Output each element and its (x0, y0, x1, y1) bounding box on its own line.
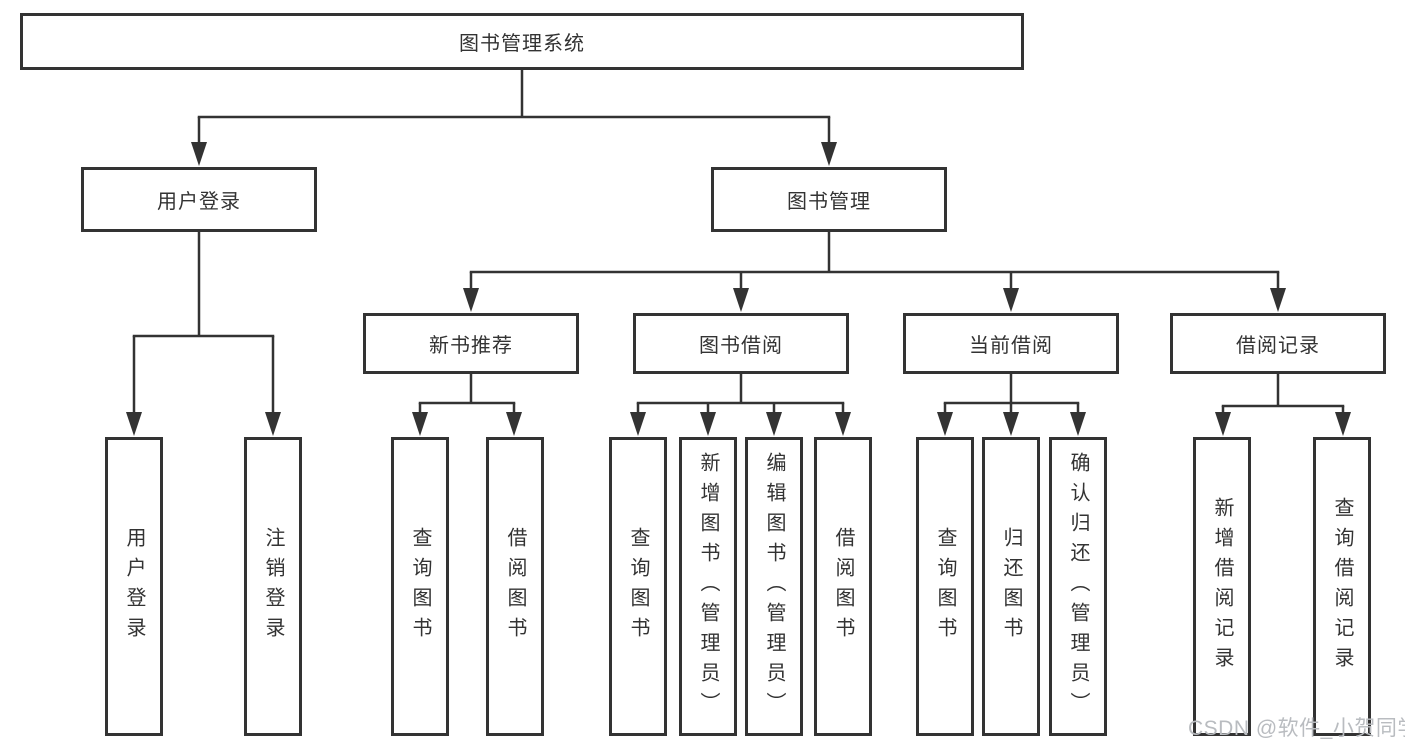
leaf-label: 借阅图书 (504, 526, 526, 647)
node-label: 借阅记录 (1236, 335, 1320, 357)
leaf-label: 查询借阅记录 (1331, 496, 1353, 677)
leaf-confirm-return-admin: 确认归还（管理员） (1049, 437, 1107, 736)
leaf-user-login: 用户登录 (105, 437, 163, 736)
leaf-query-books-borrow: 查询图书 (609, 437, 667, 736)
node-label: 图书管理 (787, 191, 871, 213)
leaf-label: 查询图书 (409, 526, 431, 647)
leaf-label: 确认归还（管理员） (1067, 451, 1089, 722)
node-current-borrowing: 当前借阅 (903, 313, 1119, 374)
leaf-label: 查询图书 (934, 526, 956, 647)
leaf-query-books-current: 查询图书 (916, 437, 974, 736)
leaf-label: 新增图书（管理员） (697, 451, 719, 722)
node-label: 图书管理系统 (459, 33, 585, 55)
node-label: 用户登录 (157, 191, 241, 213)
node-label: 新书推荐 (429, 335, 513, 357)
node-root-library-system: 图书管理系统 (20, 13, 1024, 70)
leaf-label: 用户登录 (123, 526, 145, 647)
node-new-book-recommendation: 新书推荐 (363, 313, 579, 374)
node-book-management: 图书管理 (711, 167, 947, 232)
leaf-label: 归还图书 (1000, 526, 1022, 647)
leaf-query-books-recommend: 查询图书 (391, 437, 449, 736)
leaf-return-books: 归还图书 (982, 437, 1040, 736)
node-user-login: 用户登录 (81, 167, 317, 232)
leaf-edit-books-admin: 编辑图书（管理员） (745, 437, 803, 736)
leaf-label: 新增借阅记录 (1211, 496, 1233, 677)
leaf-borrow-books-recommend: 借阅图书 (486, 437, 544, 736)
leaf-query-borrow-record: 查询借阅记录 (1313, 437, 1371, 736)
node-label: 图书借阅 (699, 335, 783, 357)
node-label: 当前借阅 (969, 335, 1053, 357)
leaf-label: 查询图书 (627, 526, 649, 647)
leaf-add-books-admin: 新增图书（管理员） (679, 437, 737, 736)
leaf-label: 编辑图书（管理员） (763, 451, 785, 722)
csdn-watermark: CSDN @软件_小贺同学 (1188, 717, 1405, 740)
node-borrowing-records: 借阅记录 (1170, 313, 1386, 374)
node-book-borrowing: 图书借阅 (633, 313, 849, 374)
leaf-label: 借阅图书 (832, 526, 854, 647)
leaf-add-borrow-record: 新增借阅记录 (1193, 437, 1251, 736)
leaf-logout: 注销登录 (244, 437, 302, 736)
leaf-label: 注销登录 (262, 526, 284, 647)
leaf-borrow-books: 借阅图书 (814, 437, 872, 736)
